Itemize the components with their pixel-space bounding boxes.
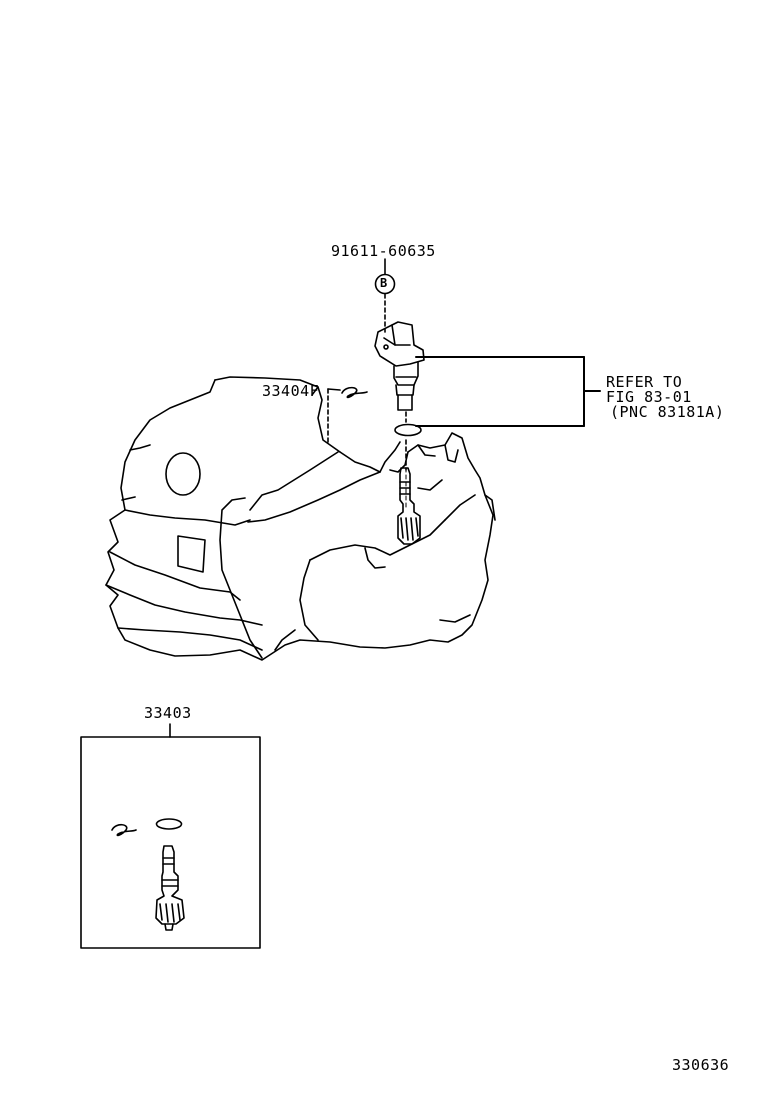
o-ring xyxy=(394,423,422,437)
clip-leader xyxy=(327,388,341,391)
kit-gear-shaft xyxy=(155,845,185,931)
kit-part-number: 33403 xyxy=(144,704,192,722)
transaxle-housing xyxy=(105,376,496,661)
kit-o-ring xyxy=(155,818,183,830)
figure-number: 330636 xyxy=(672,1056,730,1074)
o-ring-part-number: 33404F xyxy=(262,382,320,400)
refer-text-line3: (PNC 83181A) xyxy=(610,403,725,421)
bolt-part-number: 91611-60635 xyxy=(331,242,436,260)
speed-sensor xyxy=(374,321,425,411)
refer-bracket xyxy=(415,356,601,427)
bolt-callout-circle xyxy=(374,273,396,295)
bolt-callout-letter: B xyxy=(380,276,388,290)
kit-clip-icon xyxy=(111,823,137,837)
driven-gear-shaft xyxy=(397,467,421,545)
refer-text-line1: REFER TO xyxy=(606,373,683,391)
kit-box xyxy=(80,736,261,949)
refer-text-line2: FIG 83-01 xyxy=(606,388,692,406)
clip-icon xyxy=(341,386,368,399)
